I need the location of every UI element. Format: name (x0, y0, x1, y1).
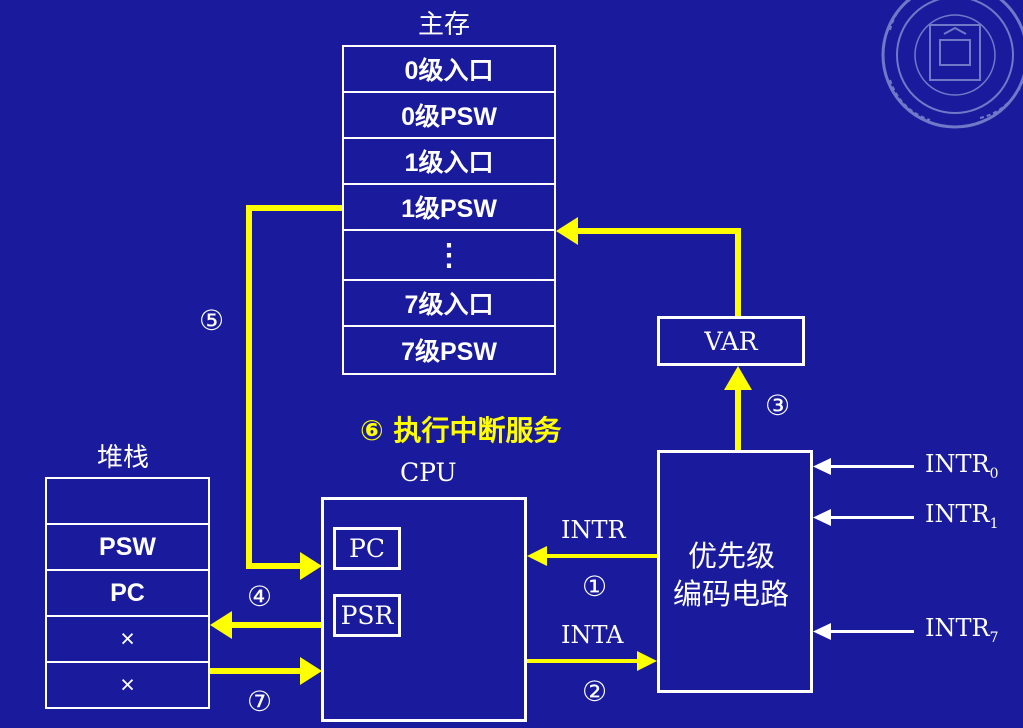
path5-arrowhead (300, 552, 322, 580)
memory-row-ellipsis: ⋮ (342, 229, 556, 281)
memory-row: 7级入口 (342, 279, 556, 327)
cpu-box (321, 497, 527, 722)
var-to-memory-horizontal (575, 228, 741, 234)
stack-row (45, 477, 210, 525)
step7-marker: ⑦ (247, 685, 273, 718)
var-to-memory-arrowhead (556, 217, 578, 245)
inta-label: INTA (561, 621, 624, 649)
intr0-label: INTR0 (925, 450, 999, 482)
path5-top-segment (246, 205, 342, 211)
pc-register: PC (333, 527, 401, 570)
step2-marker: ② (582, 675, 608, 708)
encoder-line1: 优先级 (688, 539, 776, 573)
step1-marker: ① (582, 570, 608, 603)
memory-row: 1级PSW (342, 183, 556, 231)
encoder-to-var-arrowhead (724, 366, 752, 390)
intr0-arrowhead (813, 458, 831, 475)
stack-row: PC (45, 569, 210, 617)
var-box: VAR (657, 316, 805, 366)
memory-row: 0级入口 (342, 45, 556, 93)
path5-vertical-segment (246, 205, 252, 569)
stack-row: × (45, 615, 210, 663)
psr-register: PSR (333, 594, 401, 637)
inta-arrowhead (637, 651, 657, 671)
step6-label: ⑥ 执行中断服务 (360, 414, 562, 447)
cpu-title: CPU (400, 458, 457, 487)
step5-marker: ⑤ (199, 304, 225, 337)
step4-marker: ④ (247, 580, 273, 613)
intr-arrowhead (527, 546, 547, 566)
intr7-label: INTR7 (925, 614, 999, 646)
priority-encoder-box (657, 450, 813, 693)
memory-row: 0级PSW (342, 91, 556, 139)
memory-row: 7级PSW (342, 325, 556, 375)
intr1-label: INTR1 (925, 500, 999, 532)
stack-title: 堆栈 (97, 443, 150, 473)
intr7-arrowhead (813, 623, 831, 640)
encoder-line2: 编码电路 (673, 577, 790, 611)
memory-row: 1级入口 (342, 137, 556, 185)
intr-line (545, 554, 657, 558)
university-seal-logo (881, 0, 1023, 129)
stack-row: × (45, 661, 210, 709)
step3-marker: ③ (765, 389, 791, 422)
inta-line (527, 659, 639, 663)
intr1-arrowhead (813, 509, 831, 526)
intr1-input-line (830, 516, 914, 519)
path7-line (210, 668, 302, 674)
stack-row: PSW (45, 523, 210, 571)
memory-title: 主存 (418, 10, 471, 40)
intr-label: INTR (561, 516, 626, 544)
path7-arrowhead (300, 657, 322, 685)
intr7-input-line (830, 630, 914, 633)
path5-bottom-segment (246, 563, 306, 569)
path4-arrowhead (210, 611, 232, 639)
var-to-memory-vertical (735, 228, 741, 316)
intr0-input-line (830, 465, 914, 468)
path4-line (230, 622, 321, 628)
encoder-to-var-line (735, 388, 741, 450)
